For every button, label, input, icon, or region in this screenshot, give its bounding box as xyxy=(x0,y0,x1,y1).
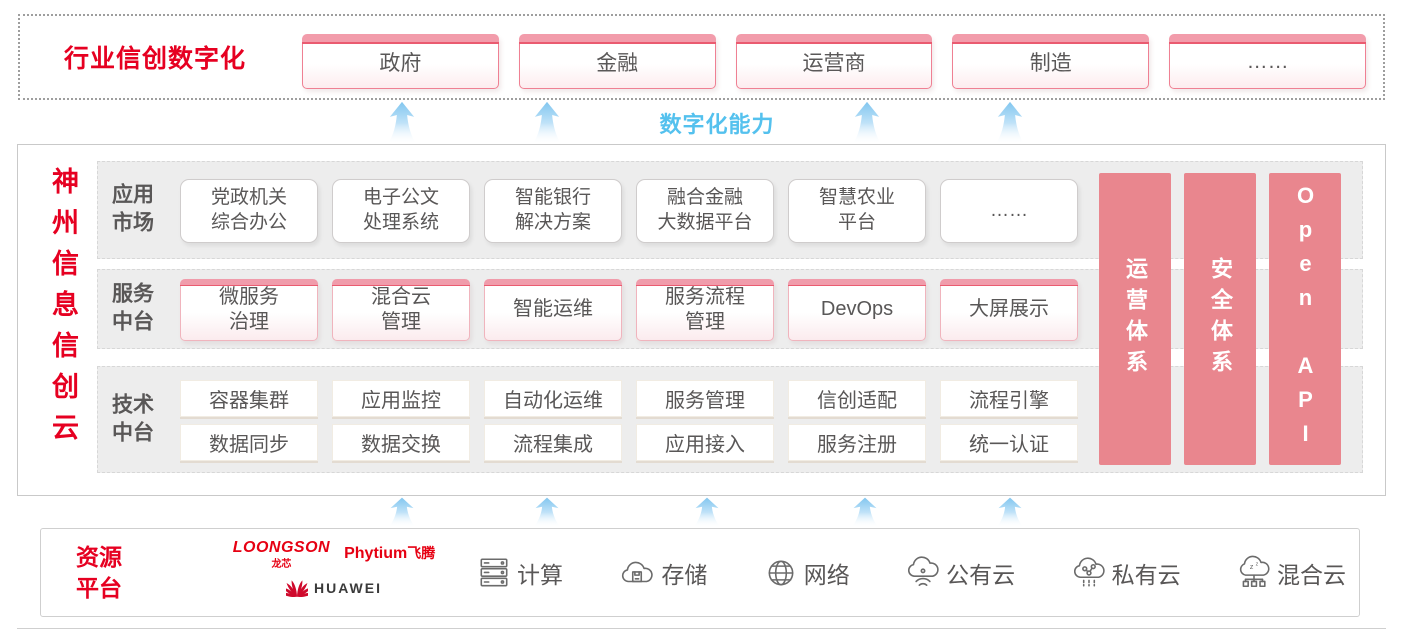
phytium-chinese: 飞腾 xyxy=(407,545,436,561)
resource-items: 计算 存储 网络 xyxy=(476,529,1346,616)
vendor-logos-row1: LOONGSON 龙芯 Phytium飞腾 xyxy=(209,539,459,570)
service-item: DevOps xyxy=(788,279,926,341)
compute-server-icon xyxy=(480,557,508,586)
resource-item-label: 混合云 xyxy=(1276,561,1346,588)
industry-row: 政府 金融 运营商 制造 …… xyxy=(302,34,1366,89)
resource-item-hybrid-cloud: z z 混合云 xyxy=(1236,555,1346,591)
loongson-chinese: 龙芯 xyxy=(271,559,292,570)
app-market-band: 应用 市场 党政机关 综合办公 电子公文 处理系统 智能银行 解决方案 融合金融… xyxy=(97,161,1363,259)
tech-item: 数据同步 xyxy=(180,424,318,461)
up-arrow-icon xyxy=(851,497,879,527)
service-band: 服务 中台 微服务 治理 混合云 管理 智能运维 服务流程 管理 DevOps … xyxy=(97,269,1363,349)
app-item-more: …… xyxy=(940,179,1078,243)
platform-side-title: 神州信息信创云 xyxy=(48,167,78,454)
pillar-label: 安全体系 xyxy=(1208,257,1233,381)
app-item: 智慧农业 平台 xyxy=(788,179,926,243)
bottom-divider xyxy=(17,628,1386,629)
industry-item-finance: 金融 xyxy=(518,34,716,89)
tech-item: 统一认证 xyxy=(940,424,1078,461)
service-item: 微服务 治理 xyxy=(180,279,318,341)
tech-item: 应用接入 xyxy=(636,424,774,461)
app-market-label: 应用 市场 xyxy=(112,183,154,235)
phytium-wordmark: Phytium xyxy=(344,545,408,562)
service-item: 智能运维 xyxy=(484,279,622,341)
svg-text:z: z xyxy=(1250,561,1254,570)
tech-item: 流程引擎 xyxy=(940,380,1078,417)
service-item: 混合云 管理 xyxy=(332,279,470,341)
tech-items: 容器集群 应用监控 自动化运维 服务管理 信创适配 流程引擎 数据同步 数据交换… xyxy=(180,380,1078,461)
pillar-label: Open API xyxy=(1293,183,1318,455)
resource-item-public-cloud: 公有云 xyxy=(905,555,1015,591)
vendor-logos: LOONGSON 龙芯 Phytium飞腾 xyxy=(209,539,459,607)
up-arrow-icon xyxy=(388,497,416,527)
storage-cloud-icon xyxy=(622,561,654,582)
network-globe-icon xyxy=(768,560,794,585)
loongson-wordmark: LOONGSON xyxy=(232,539,331,556)
resource-platform-section: 资源 平台 LOONGSON 龙芯 Phytium飞腾 xyxy=(40,528,1360,617)
tech-item: 容器集群 xyxy=(180,380,318,417)
tech-item: 应用监控 xyxy=(332,380,470,417)
loongson-logo: LOONGSON 龙芯 xyxy=(233,539,330,570)
tech-band: 技术 中台 容器集群 应用监控 自动化运维 服务管理 信创适配 流程引擎 数据同… xyxy=(97,366,1363,473)
pillar-security-system: 安全体系 xyxy=(1184,173,1256,465)
service-item: 服务流程 管理 xyxy=(636,279,774,341)
resource-item-storage: 存储 xyxy=(618,556,707,590)
resource-item-compute: 计算 xyxy=(476,555,563,591)
up-arrow-icon xyxy=(995,101,1025,144)
phytium-logo: Phytium飞腾 xyxy=(344,543,435,563)
tech-item: 服务管理 xyxy=(636,380,774,417)
resource-item-label: 网络 xyxy=(803,561,850,588)
huawei-wordmark: HUAWEI xyxy=(314,580,382,596)
pillar-operations-system: 运营体系 xyxy=(1099,173,1171,465)
public-cloud-icon xyxy=(908,555,939,586)
svg-text:z: z xyxy=(1256,561,1259,567)
resource-item-label: 公有云 xyxy=(946,561,1016,588)
tech-item: 自动化运维 xyxy=(484,380,622,417)
service-items: 微服务 治理 混合云 管理 智能运维 服务流程 管理 DevOps 大屏展示 xyxy=(180,279,1078,341)
resource-item-private-cloud: 私有云 xyxy=(1071,555,1181,591)
industry-item-more: …… xyxy=(1169,34,1366,89)
tech-item: 服务注册 xyxy=(788,424,926,461)
up-arrow-icon xyxy=(996,497,1024,527)
up-arrow-icon xyxy=(533,497,561,527)
app-item: 融合金融 大数据平台 xyxy=(636,179,774,243)
app-item: 智能银行 解决方案 xyxy=(484,179,622,243)
industry-item-operator: 运营商 xyxy=(735,34,933,89)
up-arrow-icon xyxy=(387,101,417,144)
app-item: 党政机关 综合办公 xyxy=(180,179,318,243)
tech-label: 技术 中台 xyxy=(112,393,154,445)
industry-section: 行业信创数字化 政府 金融 运营商 制造 …… xyxy=(18,14,1385,100)
industry-section-title: 行业信创数字化 xyxy=(64,45,247,73)
service-label: 服务 中台 xyxy=(112,282,154,334)
platform-main-box: 神州信息信创云 应用 市场 党政机关 综合办公 电子公文 处理系统 智能银行 解… xyxy=(17,144,1386,496)
tech-row-1: 容器集群 应用监控 自动化运维 服务管理 信创适配 流程引擎 xyxy=(180,380,1078,417)
tech-item: 数据交换 xyxy=(332,424,470,461)
tech-item: 信创适配 xyxy=(788,380,926,417)
resource-item-label: 计算 xyxy=(517,561,563,588)
resource-platform-title: 资源 平台 xyxy=(76,543,122,601)
resource-item-label: 存储 xyxy=(661,561,708,588)
pillar-open-api: Open API xyxy=(1269,173,1341,465)
industry-item-government: 政府 xyxy=(302,34,499,89)
industry-item-manufacturing: 制造 xyxy=(952,34,1150,89)
app-market-items: 党政机关 综合办公 电子公文 处理系统 智能银行 解决方案 融合金融 大数据平台… xyxy=(180,179,1078,243)
app-item: 电子公文 处理系统 xyxy=(332,179,470,243)
service-item: 大屏展示 xyxy=(940,279,1078,341)
huawei-flower-icon xyxy=(286,580,308,597)
hybrid-cloud-icon: z z xyxy=(1239,555,1270,587)
up-arrow-icon xyxy=(532,101,562,144)
tech-item: 流程集成 xyxy=(484,424,622,461)
up-arrow-icon xyxy=(693,497,721,527)
tech-row-2: 数据同步 数据交换 流程集成 应用接入 服务注册 统一认证 xyxy=(180,424,1078,461)
pillar-label: 运营体系 xyxy=(1123,257,1148,381)
resource-item-label: 私有云 xyxy=(1111,561,1181,588)
up-arrow-icon xyxy=(852,101,882,144)
capability-label: 数字化能力 xyxy=(659,112,775,137)
huawei-logo: HUAWEI xyxy=(209,578,459,598)
private-cloud-icon xyxy=(1073,556,1105,586)
resource-item-network: 网络 xyxy=(763,555,850,591)
